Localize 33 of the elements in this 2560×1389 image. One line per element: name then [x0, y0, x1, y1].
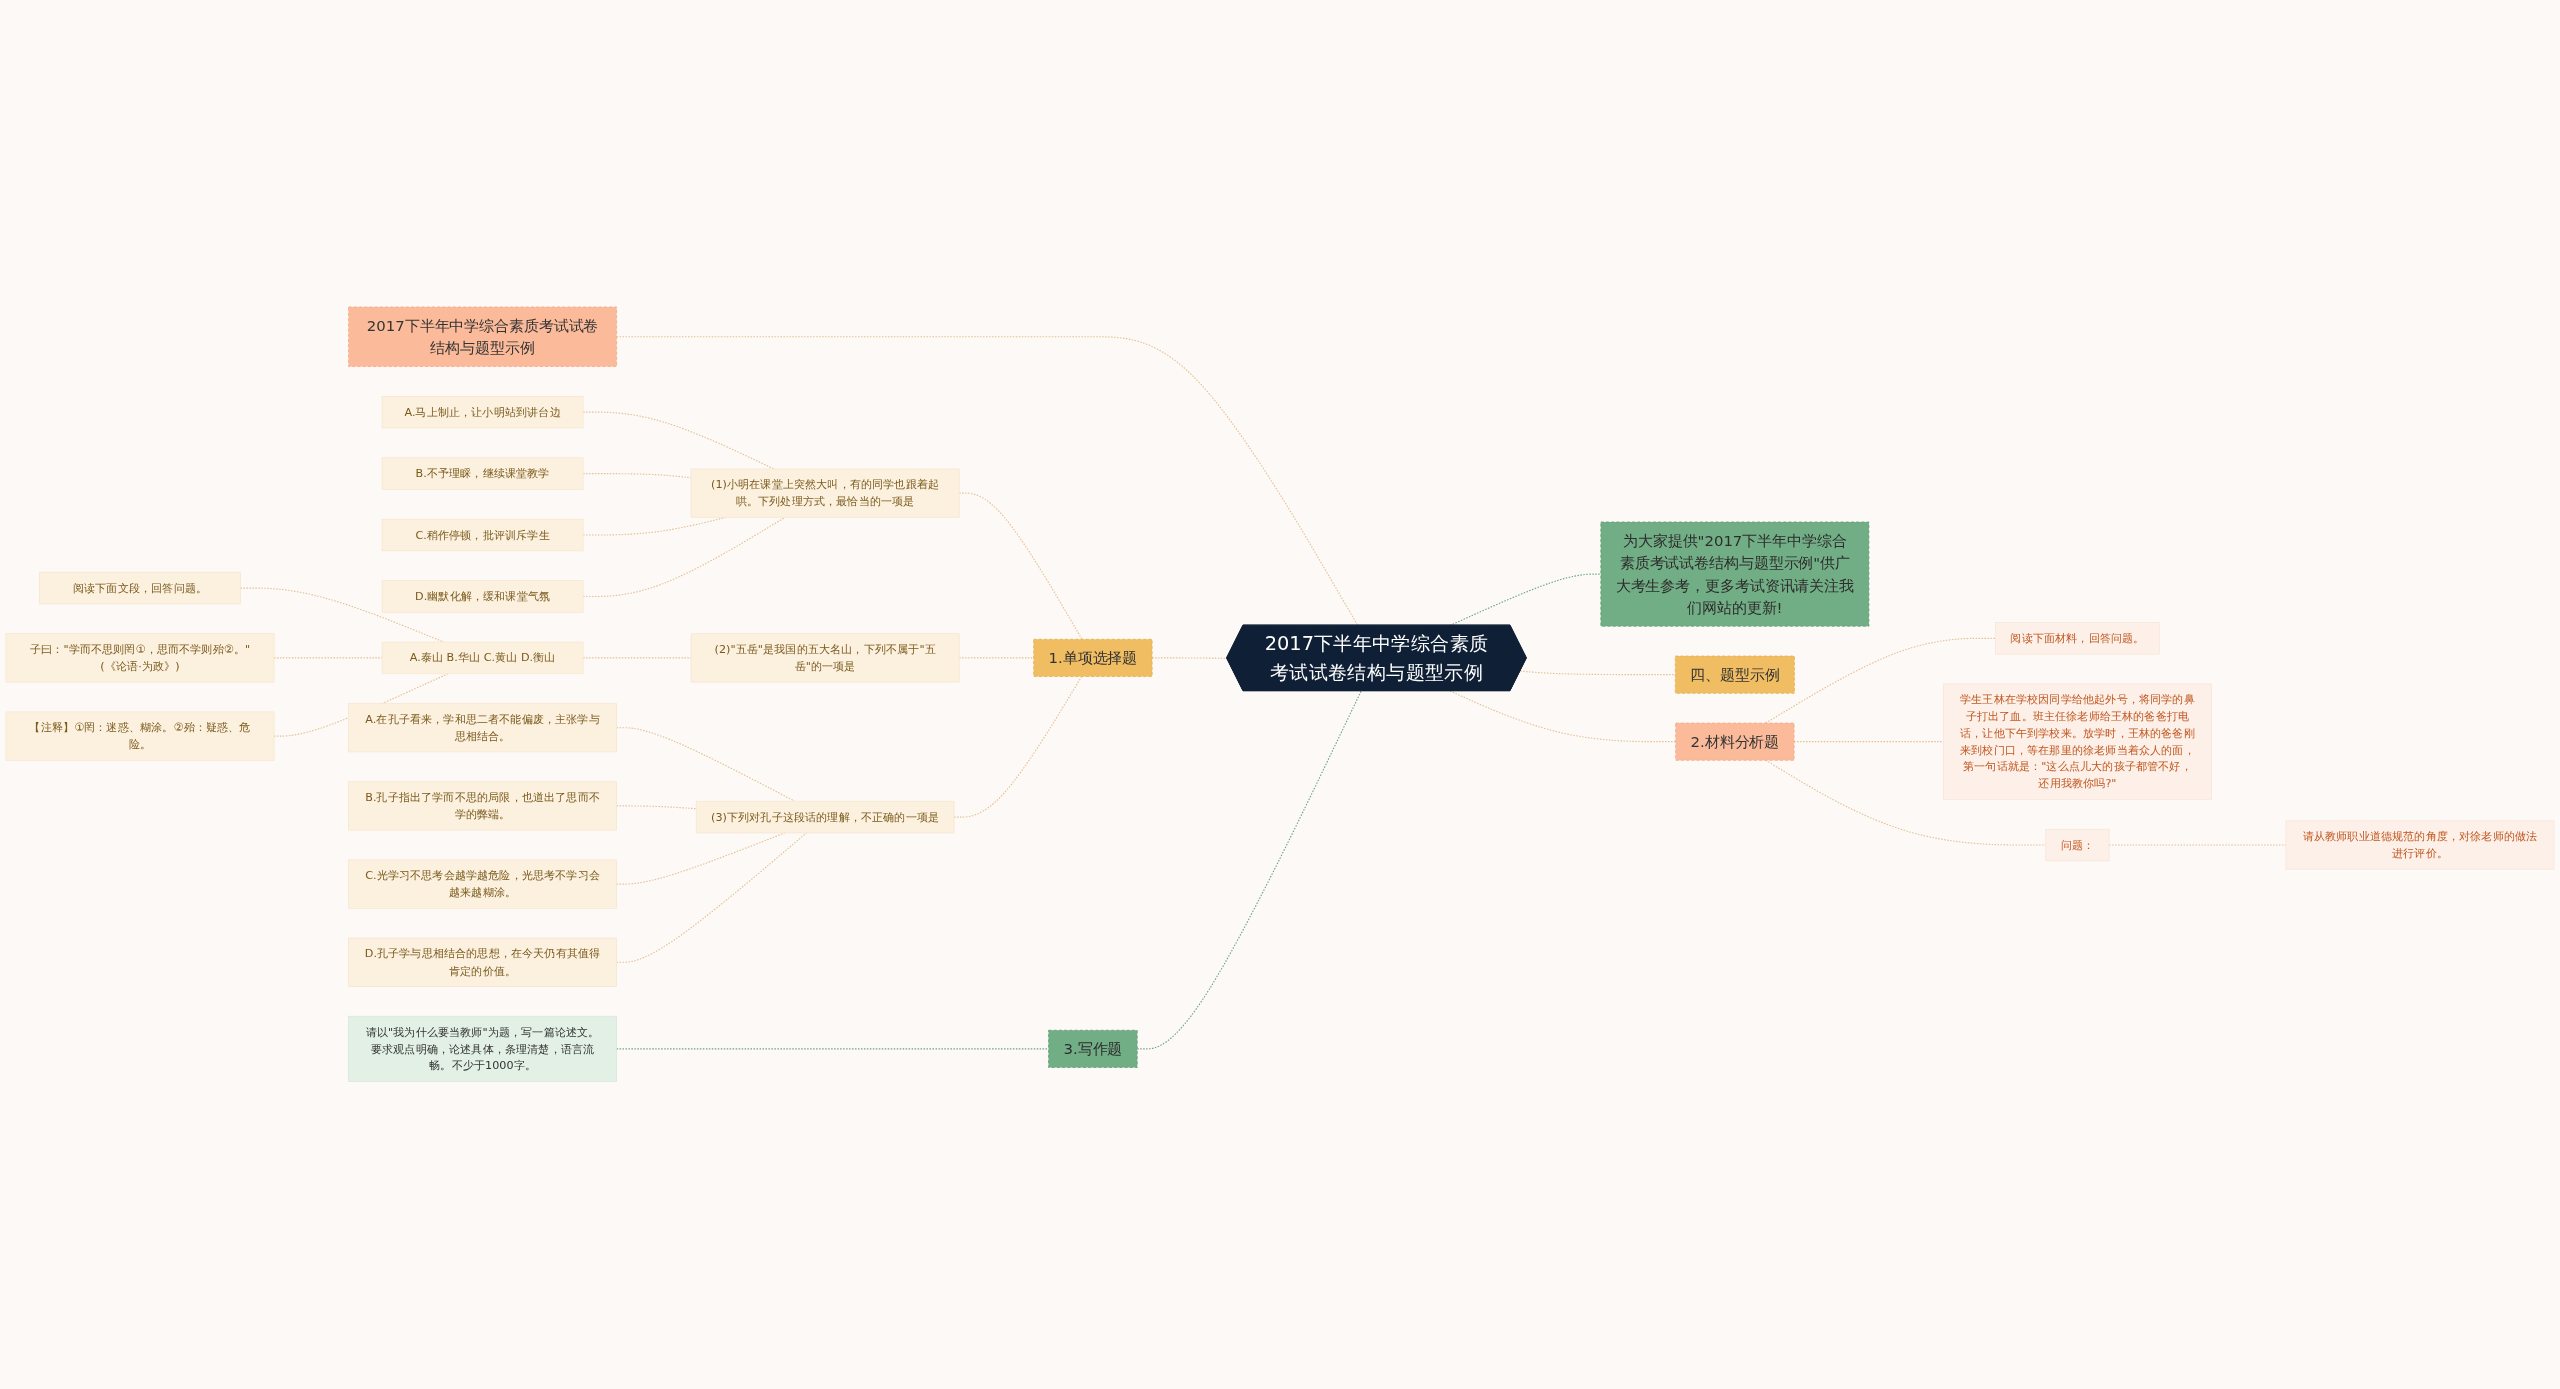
node-box: 问题：: [2045, 829, 2110, 862]
node-box: (1)小明在课堂上突然大叫，有的同学也跟着起哄。下列处理方式，最恰当的一项是: [690, 468, 960, 518]
node-box: D.幽默化解，缓和课堂气氛: [381, 580, 584, 613]
node-box: 为大家提供"2017下半年中学综合素质考试试卷结构与题型示例"供广大考生参考，更多考试资讯请关注我们网站的更新!: [1600, 521, 1870, 627]
connector: [616, 727, 796, 803]
node-box: D.孔子学与思相结合的思想，在今天仍有其值得肯定的价值。: [348, 938, 617, 988]
node-box: 阅读下面文段，回答问题。: [39, 572, 241, 605]
node-box: 子曰："学而不思则罔①，思而不学则殆②。"(《论语·为政》): [5, 633, 275, 683]
connector: [240, 587, 445, 643]
node-box: 2.材料分析题: [1675, 723, 1795, 761]
node-box: 请以"我为什么要当教师"为题，写一篇论述文。要求观点明确，论述具体，条理清楚，语言流畅。不少于1000字。: [348, 1016, 617, 1083]
node-box: (2)"五岳"是我国的五大名山，下列不属于"五岳"的一项是: [690, 633, 960, 683]
node-box: C.稍作停顿，批评训斥学生: [381, 519, 584, 552]
connector: [616, 336, 1359, 627]
node-box: 3.写作题: [1048, 1030, 1138, 1069]
node-box: 【注释】①罔：迷惑、糊涂。②殆：疑惑、危险。: [5, 711, 275, 761]
node-box: 阅读下面材料，回答问题。: [1995, 622, 2160, 655]
connector: [1765, 760, 2047, 846]
node-box: B.孔子指出了学而不思的局限，也道出了思而不学的弊端。: [348, 781, 617, 831]
node-box: 四、题型示例: [1674, 655, 1795, 694]
node-box: 学生王林在学校因同学给他起外号，将同学的鼻子打出了血。班主任徐老师给王林的爸爸打电话，让他下午到学校来。放学时，王林的爸爸刚来到校门口，等在那里的徐老师当着众人的面，第一句话就是："这么点儿大的孩子都管不好，还用我教你吗?": [1943, 683, 2212, 801]
node-box: (3)下列对孔子这段话的理解，不正确的一项是: [695, 801, 955, 834]
node-box: 请从教师职业道德规范的角度，对徐老师的做法进行评价。: [2285, 820, 2555, 870]
connector: [1765, 638, 1997, 724]
node-box: B.不予理睬，继续课堂教学: [381, 457, 584, 491]
node-box: A.泰山 B.华山 C.黄山 D.衡山: [381, 642, 584, 675]
node-box: A.马上制止，让小明站到讲台边: [381, 396, 584, 429]
node-box: 2017下半年中学综合素质考试试卷结构与题型示例: [348, 306, 617, 368]
node-box: C.光学习不思考会越学越危险，光思考不学习会越来越糊涂。: [348, 859, 617, 909]
node-box: 1.单项选择题: [1033, 639, 1153, 678]
connector: [616, 805, 697, 810]
connector: [616, 1048, 1050, 1050]
node-box: A.在孔子看来，学和思二者不能偏废，主张学与思相结合。: [348, 703, 617, 753]
